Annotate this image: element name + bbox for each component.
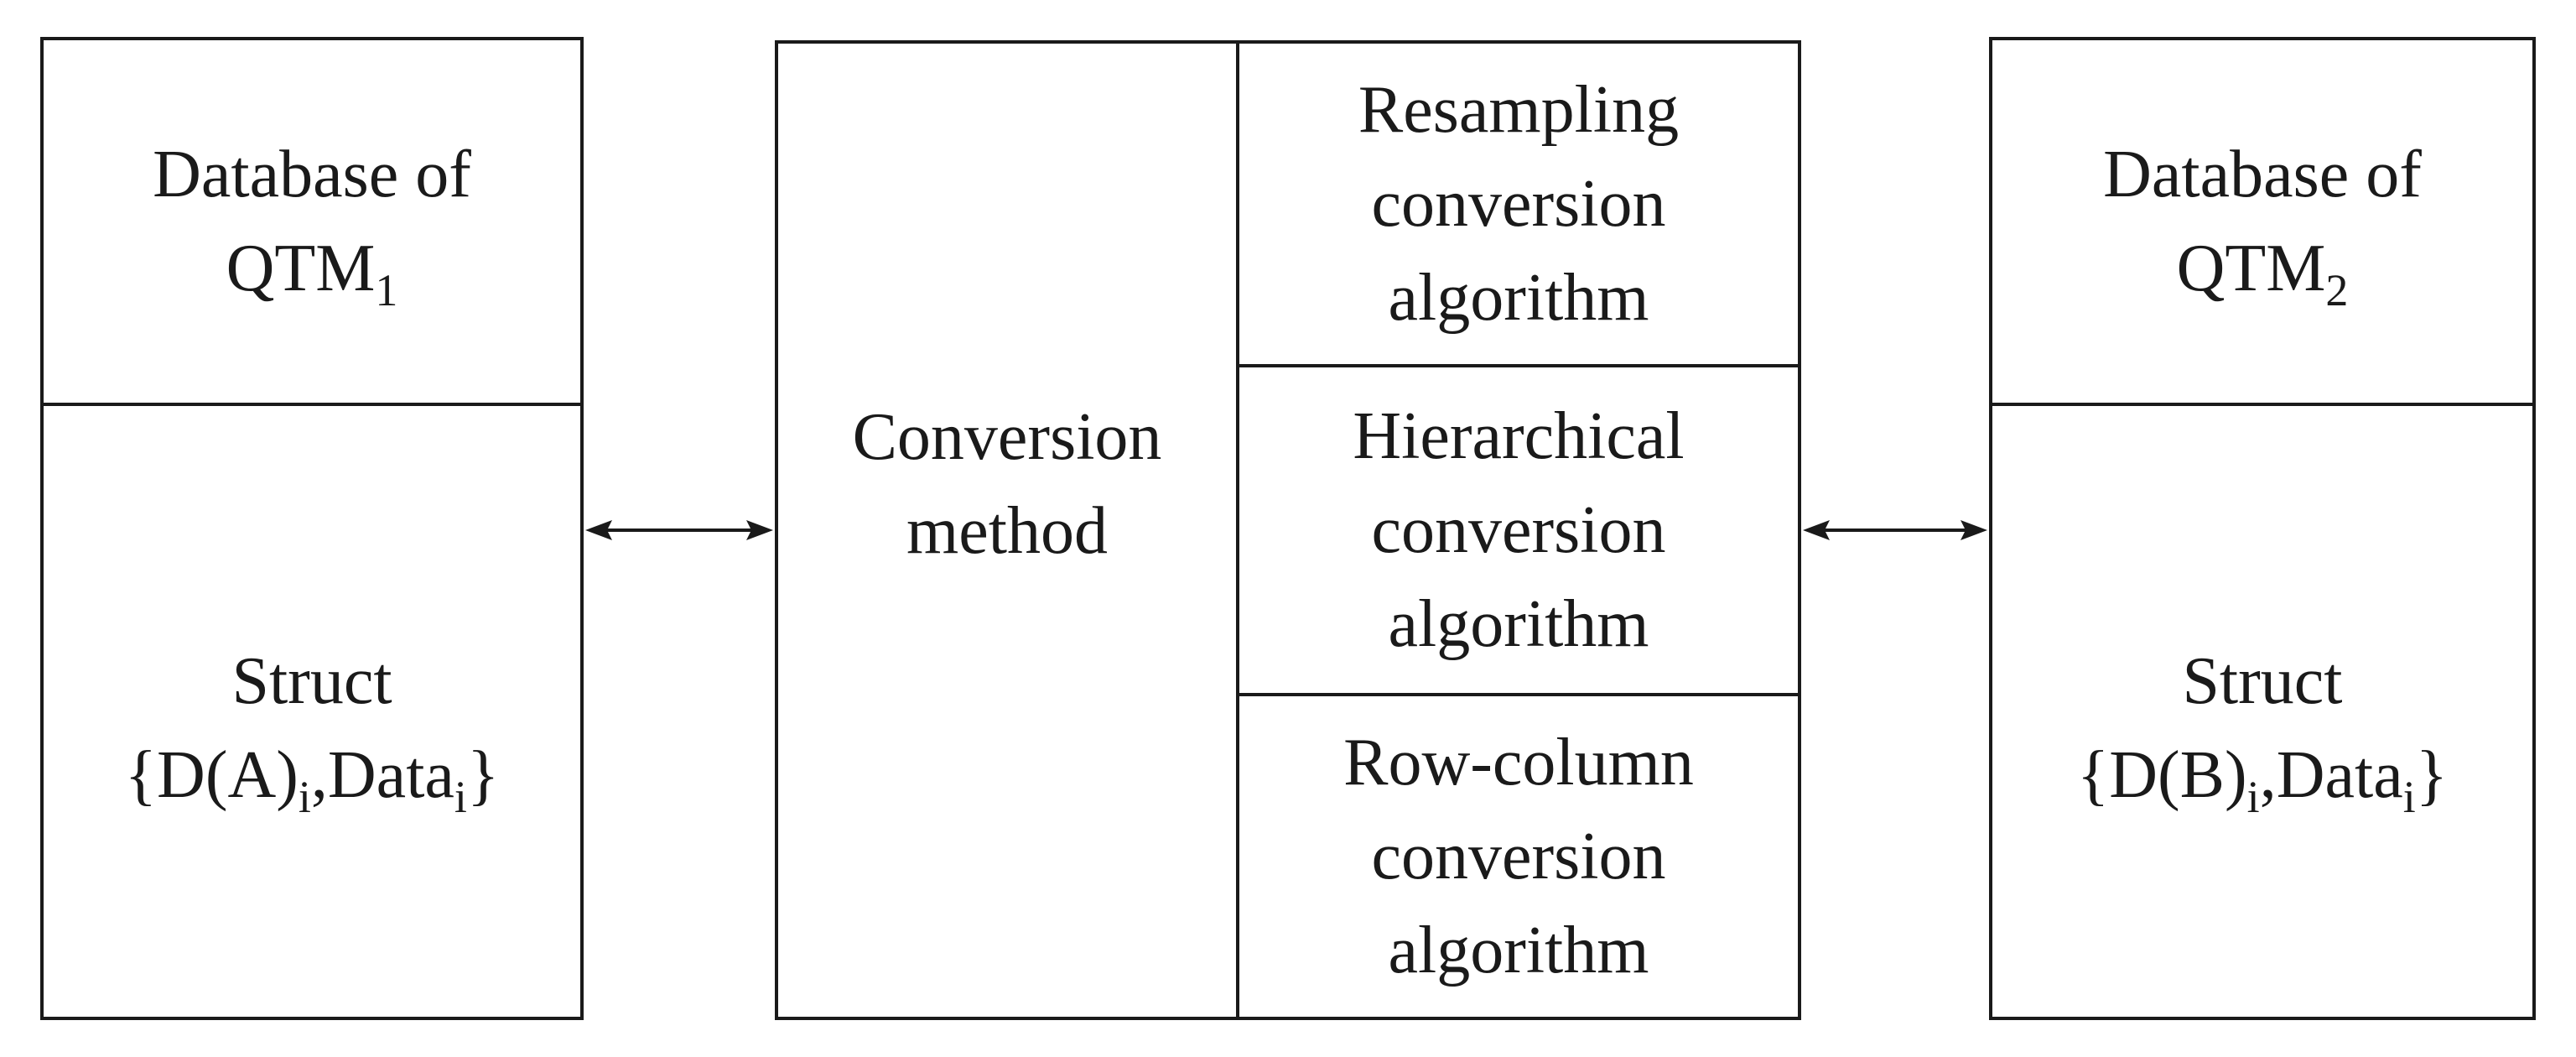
left-struct-label: Struct [231,644,392,718]
algorithm-divider-1 [1236,364,1801,367]
right-database-divider [1989,403,2536,406]
left-database-qtm: QTM [226,232,376,305]
right-database-title: Database of QTM2 [1992,40,2532,403]
left-database-title: Database of QTM1 [44,40,580,403]
right-database-struct: Struct {D(B)i,Datai} [1992,406,2532,1017]
right-database-qtm: QTM [2176,232,2326,305]
left-database-qtm-subscript: 1 [375,265,398,315]
conversion-method-label: Conversion method [852,400,1162,568]
conversion-box [775,40,1801,1020]
hierarchical-algorithm-cell: Hierarchical conversion algorithm [1353,399,1685,661]
left-bidirectional-arrow [585,520,773,540]
row-column-algorithm-cell: Row-column conversion algorithm [1343,726,1694,987]
right-struct-fields: {D(B)i,Datai} [2076,738,2449,822]
algorithm-divider-2 [1236,693,1801,696]
conversion-divider [1236,40,1239,1020]
right-database-qtm-subscript: 2 [2325,265,2349,315]
right-bidirectional-arrow [1803,520,1987,540]
left-database-divider [40,403,584,406]
right-struct-label: Struct [2182,644,2343,718]
right-database-box [1989,37,2536,1020]
left-database-box [40,37,584,1020]
right-database-title-line1: Database of [2103,138,2422,211]
resampling-algorithm-cell: Resampling conversion algorithm [1358,73,1680,335]
left-database-struct: Struct {D(A)i,Datai} [44,406,580,1017]
left-struct-fields: {D(A)i,Datai} [124,738,500,822]
left-database-title-line1: Database of [153,138,471,211]
